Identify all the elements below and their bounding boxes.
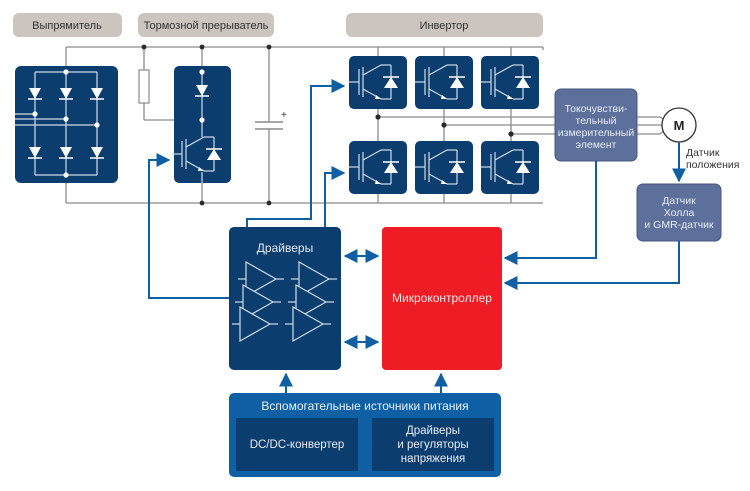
tab-inverter-label: Инвертор — [420, 20, 469, 32]
capacitor-polarity: + — [281, 110, 287, 121]
microcontroller-block: Микроконтроллер — [382, 227, 502, 370]
svg-text:DC/DC-конвертер: DC/DC-конвертер — [250, 439, 345, 451]
position-sensor-label: положения — [686, 159, 739, 171]
control-arrows — [148, 79, 680, 393]
aux-power-title: Вспомогательные источники питания — [261, 399, 468, 413]
inverter-modules — [348, 56, 539, 194]
svg-text:и регуляторы: и регуляторы — [397, 439, 468, 451]
svg-text:Токочувстви-: Токочувстви- — [565, 103, 628, 115]
dc-bus-wires: + — [65, 44, 667, 206]
dcdc-converter-block: DC/DC-конвертер — [236, 418, 358, 471]
tab-brake-chopper-label: Тормозной прерыватель — [144, 20, 269, 32]
svg-text:тельный: тельный — [576, 115, 617, 127]
voltage-regulators-block: Драйверы и регуляторы напряжения — [372, 418, 494, 471]
drivers-label: Драйверы — [257, 241, 313, 255]
aux-power-block: Вспомогательные источники питания DC/DC-… — [229, 393, 501, 477]
tab-rectifier: Выпрямитель — [13, 13, 122, 37]
svg-text:Драйверы: Драйверы — [406, 425, 460, 437]
hall-gmr-sensor-block: Датчик Холла и GMR-датчик — [636, 183, 722, 242]
position-sensor-label: Датчик — [686, 147, 720, 159]
svg-text:напряжения: напряжения — [401, 453, 466, 465]
svg-text:Холла: Холла — [664, 207, 695, 219]
motor-icon: M — [661, 107, 697, 143]
svg-text:и GMR-датчик: и GMR-датчик — [644, 219, 714, 231]
microcontroller-label: Микроконтроллер — [392, 291, 492, 305]
rectifier-module — [15, 66, 118, 183]
brake-chopper-module — [171, 66, 231, 183]
tab-brake-chopper: Тормозной прерыватель — [138, 13, 274, 37]
svg-text:измерительный: измерительный — [558, 127, 635, 139]
brake-resistor — [138, 69, 150, 104]
svg-text:Датчик: Датчик — [662, 195, 696, 207]
svg-text:элемент: элемент — [576, 139, 617, 151]
current-sensing-block: Токочувстви- тельный измерительный элеме… — [554, 88, 638, 162]
tab-rectifier-label: Выпрямитель — [32, 20, 102, 32]
drivers-block: Драйверы — [229, 227, 341, 370]
tab-inverter: Инвертор — [346, 13, 543, 37]
svg-text:M: M — [674, 118, 685, 133]
